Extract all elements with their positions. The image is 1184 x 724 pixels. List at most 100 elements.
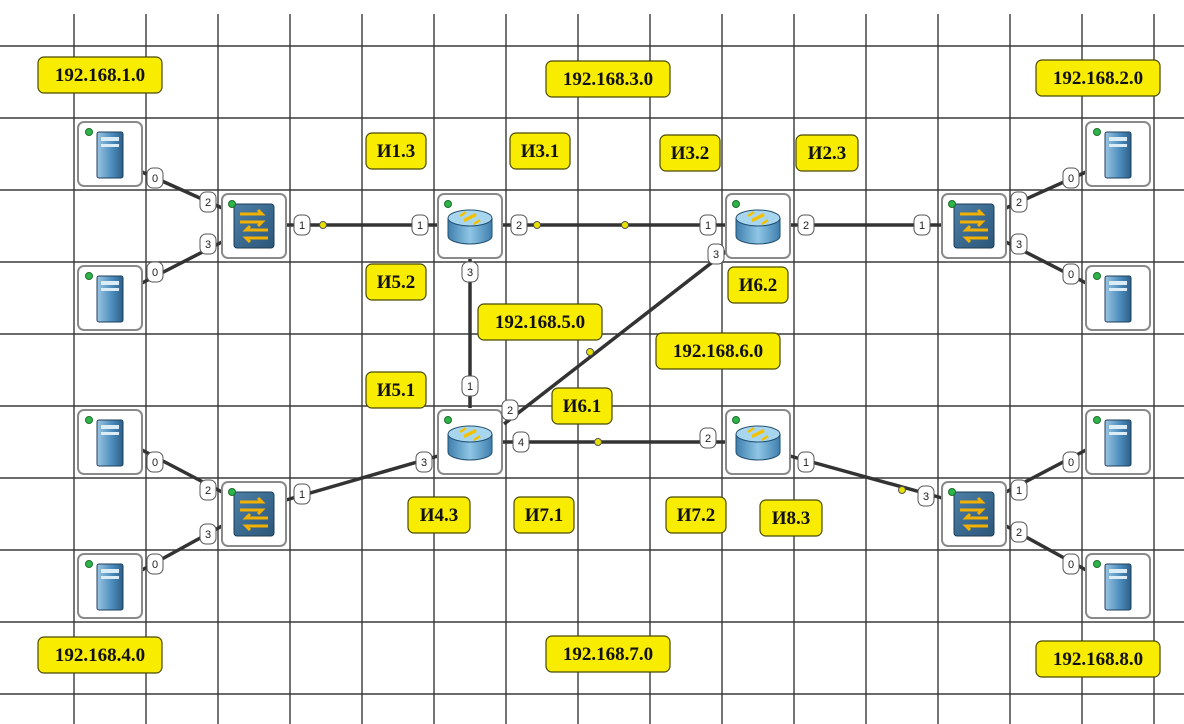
interface-label-i7-2: И7.2	[665, 496, 727, 534]
computer-tower-icon[interactable]	[77, 409, 143, 475]
port-badge: 3	[199, 233, 217, 255]
network-label-192-168-4-0: 192.168.4.0	[37, 636, 163, 674]
network-label-192-168-7-0: 192.168.7.0	[545, 635, 671, 673]
link-midpoint-dot	[898, 486, 906, 494]
port-badge: 2	[501, 399, 519, 421]
interface-label-i7-1: И7.1	[513, 496, 575, 534]
link-router4-switch-br	[789, 454, 943, 500]
computer-tower-icon[interactable]	[77, 553, 143, 619]
port-badge: 0	[1062, 263, 1080, 285]
router-icon[interactable]	[436, 408, 504, 476]
svg-text:И4.3: И4.3	[420, 505, 459, 526]
port-badge: 3	[917, 485, 935, 507]
port-badge: 3	[415, 451, 433, 473]
svg-text:192.168.1.0: 192.168.1.0	[55, 65, 145, 86]
port-badge: 2	[1010, 191, 1028, 213]
router-icon[interactable]	[724, 408, 792, 476]
port-badge: 0	[1062, 167, 1080, 189]
port-badge: 0	[146, 451, 164, 473]
port-badge: 0	[146, 167, 164, 189]
network-switch-icon[interactable]	[940, 192, 1008, 260]
svg-text:1: 1	[803, 457, 809, 469]
port-badge: 3	[1010, 233, 1028, 255]
interface-label-i2-3: И2.3	[795, 134, 859, 172]
svg-text:0: 0	[1068, 559, 1074, 571]
svg-text:192.168.3.0: 192.168.3.0	[563, 69, 653, 90]
network-switch-icon[interactable]	[940, 480, 1008, 548]
link-midpoint-dot	[319, 221, 327, 229]
interface-label-i5-1: И5.1	[365, 371, 427, 409]
computer-tower-icon[interactable]	[77, 265, 143, 331]
computer-tower-icon[interactable]	[77, 121, 143, 187]
svg-text:И7.2: И7.2	[677, 505, 716, 526]
router-icon[interactable]	[436, 192, 504, 260]
computer-tower-icon[interactable]	[1085, 121, 1151, 187]
svg-text:3: 3	[1016, 239, 1022, 251]
interface-label-i3-1: И3.1	[509, 132, 571, 170]
network-switch-icon[interactable]	[220, 480, 288, 548]
computer-tower-icon[interactable]	[1085, 553, 1151, 619]
network-label-192-168-1-0: 192.168.1.0	[37, 56, 163, 94]
svg-text:1: 1	[417, 220, 423, 232]
svg-text:2: 2	[205, 197, 211, 209]
interface-label-i3-2: И3.2	[659, 134, 721, 172]
port-badge: 3	[199, 523, 217, 545]
svg-text:1: 1	[1016, 485, 1022, 497]
link-midpoint-dot	[594, 438, 602, 446]
svg-text:3: 3	[713, 249, 719, 261]
svg-text:2: 2	[705, 433, 711, 445]
svg-text:3: 3	[205, 529, 211, 541]
port-badge: 1	[913, 214, 931, 236]
svg-text:3: 3	[467, 267, 473, 279]
svg-text:0: 0	[152, 267, 158, 279]
svg-text:192.168.6.0: 192.168.6.0	[673, 341, 763, 362]
port-badge: 2	[199, 479, 217, 501]
network-label-192-168-5-0: 192.168.5.0	[477, 303, 603, 341]
computer-tower-icon[interactable]	[1085, 265, 1151, 331]
svg-text:0: 0	[152, 559, 158, 571]
svg-text:1: 1	[705, 220, 711, 232]
port-badge: 0	[146, 553, 164, 575]
network-labels: 192.168.1.0 192.168.3.0 192.168.2.0 192.…	[37, 56, 1161, 678]
svg-text:И3.2: И3.2	[671, 143, 710, 164]
port-badge: 1	[293, 214, 311, 236]
port-badge: 0	[1062, 451, 1080, 473]
port-badge: 1	[699, 214, 717, 236]
port-badge: 1	[411, 214, 429, 236]
link-router3-router2	[502, 248, 730, 426]
svg-text:0: 0	[152, 457, 158, 469]
port-badge: 3	[461, 261, 479, 283]
port-badge: 2	[1010, 521, 1028, 543]
svg-text:0: 0	[1068, 269, 1074, 281]
link-midpoint-dot	[586, 348, 594, 356]
interface-label-i1-3: И1.3	[365, 132, 427, 170]
link-midpoint-dot	[621, 221, 629, 229]
svg-text:1: 1	[467, 381, 473, 393]
router-icon[interactable]	[724, 192, 792, 260]
devices	[77, 121, 1151, 619]
svg-text:0: 0	[1068, 173, 1074, 185]
svg-text:И2.3: И2.3	[808, 143, 847, 164]
svg-text:2: 2	[1016, 197, 1022, 209]
port-badge: 1	[293, 483, 311, 505]
svg-text:И8.3: И8.3	[772, 508, 811, 529]
interface-label-i6-2: И6.2	[727, 266, 789, 304]
svg-text:И5.1: И5.1	[377, 380, 416, 401]
computer-tower-icon[interactable]	[1085, 409, 1151, 475]
svg-text:И1.3: И1.3	[377, 141, 416, 162]
network-label-192-168-6-0: 192.168.6.0	[655, 332, 781, 370]
svg-text:1: 1	[299, 220, 305, 232]
network-switch-icon[interactable]	[220, 192, 288, 260]
port-badge: 1	[1010, 479, 1028, 501]
svg-text:2: 2	[516, 220, 522, 232]
link-midpoint-dot	[533, 221, 541, 229]
port-badge: 1	[461, 375, 479, 397]
interface-label-i6-1: И6.1	[551, 387, 613, 425]
svg-text:1: 1	[919, 220, 925, 232]
svg-text:3: 3	[205, 239, 211, 251]
svg-text:192.168.4.0: 192.168.4.0	[55, 645, 145, 666]
port-badge: 2	[199, 191, 217, 213]
interface-label-i8-3: И8.3	[759, 499, 823, 537]
port-badge: 2	[510, 214, 528, 236]
